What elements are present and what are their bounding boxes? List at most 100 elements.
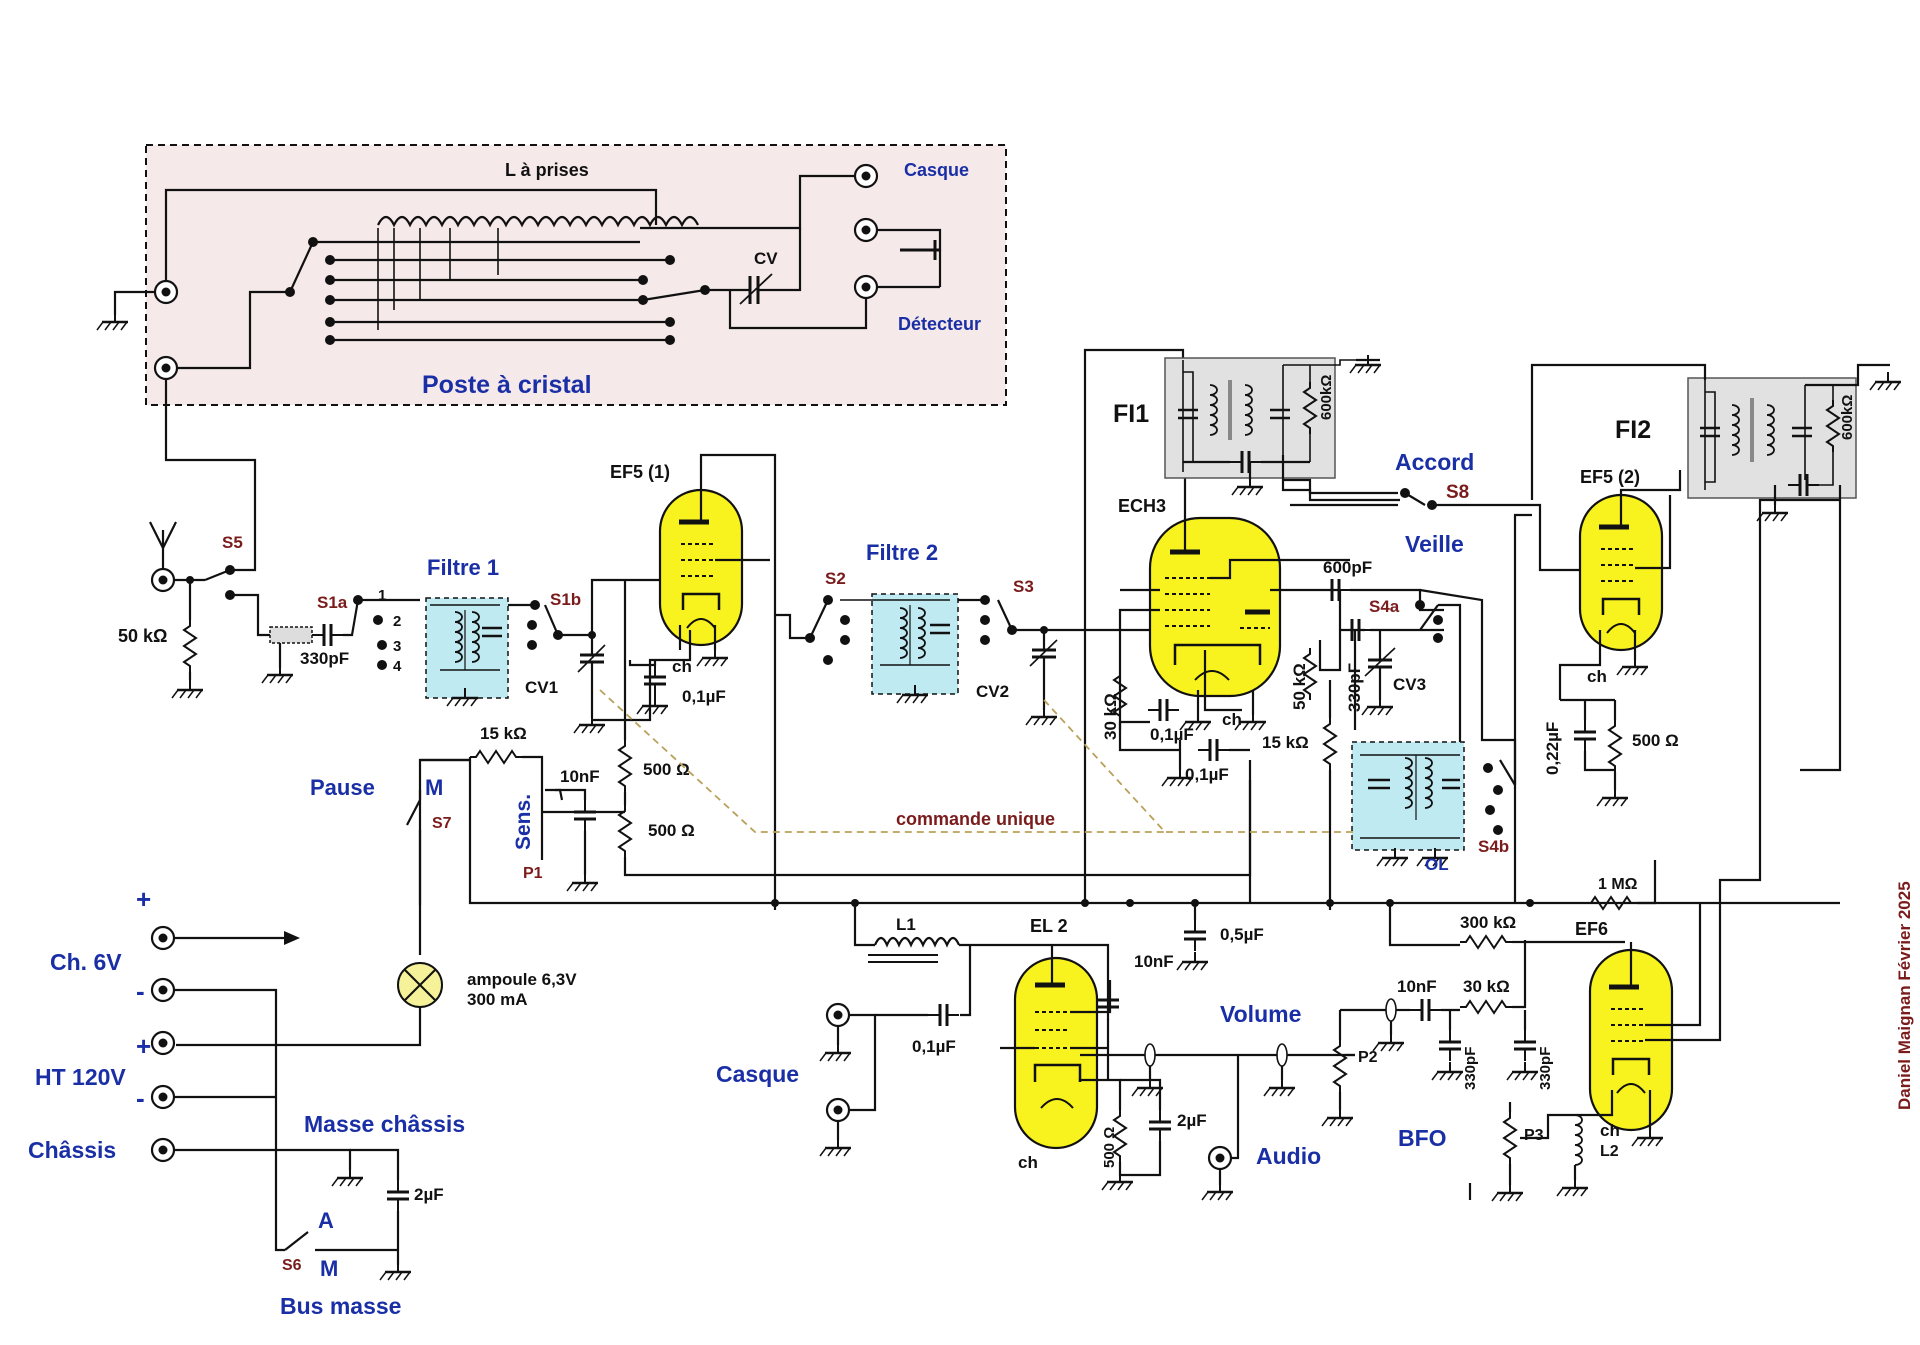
bus-masse-label: Bus masse [280, 1293, 401, 1319]
coil-label: L à prises [505, 160, 589, 180]
p3-label: P3 [1524, 1127, 1544, 1144]
cv2-label: CV2 [976, 682, 1009, 701]
s1a-label: S1a [317, 593, 348, 612]
bfo-label: BFO [1398, 1125, 1447, 1151]
sensitivity-block: 15 kΩ 10nF 500 Ω 500 Ω Sens. P1 Pause M … [176, 580, 1252, 1047]
fi1-label: FI1 [1113, 400, 1149, 428]
pause-m-label: M [425, 775, 443, 800]
ef5-2-ch-label: ch [1587, 667, 1607, 686]
ht-bus: 0,5µF 1 MΩ [468, 513, 1840, 972]
veille-label: Veille [1405, 531, 1464, 557]
l2-label: L2 [1600, 1143, 1619, 1160]
c01-casque-label: 0,1µF [912, 1037, 956, 1056]
detector-label: Détecteur [898, 314, 981, 334]
casque-label: Casque [716, 1061, 799, 1087]
c10n-el2-label: 10nF [1134, 952, 1174, 971]
c2u-masse-label: 2µF [414, 1185, 444, 1204]
c022-label: 0,22µF [1543, 722, 1562, 775]
s7-label: S7 [432, 815, 452, 832]
c10n-sens-label: 10nF [560, 767, 600, 786]
c330-osc-label: 330pF [1345, 663, 1364, 712]
r50k-label: 50 kΩ [118, 626, 167, 646]
fi2-label: FI2 [1615, 416, 1651, 444]
ganged-control-link: commande unique [599, 689, 1355, 833]
ef5-1-label: EF5 (1) [610, 462, 670, 482]
author-signature: Daniel Maignan Février 2025 [1895, 881, 1914, 1110]
audio-block: Audio Volume P2 10nF 30 kΩ 330pF 330pF [1080, 940, 1554, 1202]
crystal-set-title: Poste à cristal [422, 371, 592, 399]
antenna-input: S5 50 kΩ S1a 1 2 3 4 330pF [118, 380, 420, 700]
lamp-label-1: ampoule 6,3V [467, 970, 577, 989]
r1m-label: 1 MΩ [1598, 876, 1638, 893]
c01-ech-b-label: 0,1µF [1185, 765, 1229, 784]
oscillator-block: S4a CV3 330pF 15 kΩ OL S4b [1262, 588, 1517, 910]
c330-in-label: 330pF [300, 649, 349, 668]
ef5-2-label: EF5 (2) [1580, 467, 1640, 487]
p2-label: P2 [1358, 1049, 1378, 1066]
pos4-label: 4 [393, 658, 402, 675]
el2-label: EL 2 [1030, 916, 1068, 936]
pos2-label: 2 [393, 613, 401, 630]
chassis-label: Châssis [28, 1137, 116, 1163]
s8-switch: Accord S8 Veille [1283, 449, 1580, 572]
pause-label: Pause [310, 775, 375, 800]
masse-chassis-label: Masse châssis [304, 1111, 465, 1137]
ef6-label: EF6 [1575, 919, 1608, 939]
r500a-label: 500 Ω [643, 760, 690, 779]
c330a-label: 330pF [1462, 1047, 1479, 1090]
s8-label: S8 [1446, 482, 1469, 503]
c05-label: 0,5µF [1220, 925, 1264, 944]
filter2-block: Filtre 2 S2 S3 CV2 [775, 540, 1059, 727]
s4b-label: S4b [1478, 837, 1509, 856]
l1-label: L1 [896, 915, 916, 934]
bus-a-label: A [318, 1208, 334, 1233]
r300k-label: 300 kΩ [1460, 913, 1516, 932]
volume-label: Volume [1220, 1001, 1301, 1027]
ch6v-minus: - [136, 976, 145, 1006]
s6-label: S6 [282, 1257, 302, 1274]
s4a-label: S4a [1369, 597, 1400, 616]
c600p-label: 600pF [1323, 558, 1372, 577]
s3-label: S3 [1013, 577, 1034, 596]
cv3-label: CV3 [1393, 675, 1426, 694]
ef5-2-stage: FI2 600kΩ EF5 (2) ch 0,22µF 500 Ω [1530, 363, 1903, 808]
c10n-vol-label: 10nF [1397, 977, 1437, 996]
cv1-label: CV1 [525, 678, 558, 697]
ech3-label: ECH3 [1118, 496, 1166, 516]
pos1-label: 1 [378, 587, 386, 604]
ef5-1-stage: CV1 ch 0,1µF EF5 (1) [525, 453, 777, 910]
headphone-label: Casque [904, 160, 969, 180]
fi2-r-label: 600kΩ [1839, 395, 1856, 440]
r500-el2-label: 500 Ω [1101, 1127, 1118, 1168]
el2-tube [1013, 956, 1099, 1150]
ch6v-label: Ch. 6V [50, 949, 122, 975]
audio-label: Audio [1256, 1143, 1321, 1169]
r50k-osc-label: 50 kΩ [1290, 663, 1309, 710]
filter1-block: Filtre 1 S1b [425, 555, 596, 708]
cv-label: CV [754, 249, 778, 268]
r15k-osc-label: 15 kΩ [1262, 733, 1309, 752]
pos3-label: 3 [393, 638, 401, 655]
lamp-label-2: 300 mA [467, 990, 527, 1009]
s2-label: S2 [825, 569, 846, 588]
ol-label: OL [1425, 855, 1449, 874]
ef6-ch-label: ch [1600, 1121, 1620, 1140]
c01-ech-a-label: 0,1µF [1150, 725, 1194, 744]
c330b-label: 330pF [1537, 1047, 1554, 1090]
ech-ch-label: ch [1222, 710, 1242, 729]
fi1-r-label: 600kΩ [1318, 375, 1335, 420]
ch6v-plus: + [136, 884, 151, 914]
r30k-ech-label: 30 kΩ [1101, 693, 1120, 740]
ef6-stage: 300 kΩ ch L2 EF6 BFO P3 [1388, 498, 1840, 1203]
filter1-title: Filtre 1 [427, 555, 499, 580]
ef5-ch-label: ch [672, 657, 692, 676]
el2-ch-label: ch [1018, 1153, 1038, 1172]
el2-stage: L1 10nF 2µF 500 Ω ch EL 2 0,1µF [716, 903, 1207, 1192]
r500-ef52-label: 500 Ω [1632, 731, 1679, 750]
power-terminals: + Ch. 6V - + HT 120V - Châssis Masse châ… [28, 884, 465, 1319]
ech3-tube [1148, 516, 1282, 698]
r500b-label: 500 Ω [648, 821, 695, 840]
s5-label: S5 [222, 533, 243, 552]
crystal-set-block: L à prises CV Casque Détecteur Poste à c… [95, 144, 1007, 406]
